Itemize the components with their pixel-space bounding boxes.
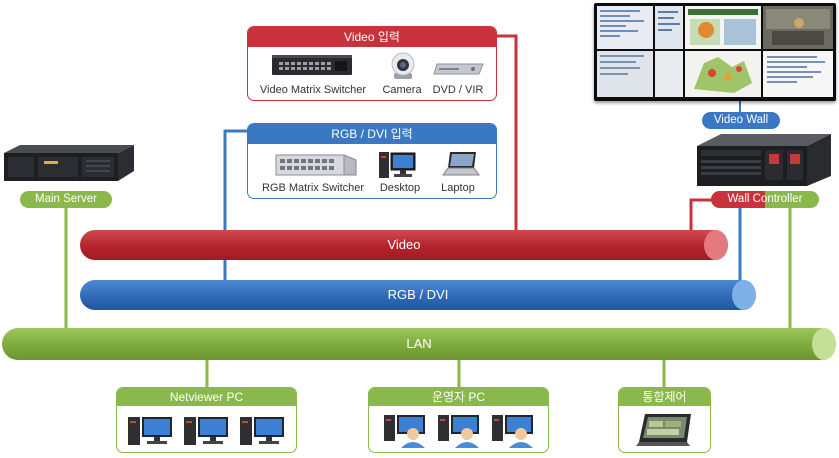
rgb-matrix-switcher-icon [275, 154, 357, 176]
operator-pc-icon [492, 415, 533, 448]
video-item-label: DVD / VIR [432, 84, 484, 96]
video-input-box: Video 입력 Video Matrix Switcher Camera DV… [247, 26, 497, 101]
lan-bus-label: LAN [406, 336, 432, 351]
rgb-bus-label: RGB / DVI [387, 287, 449, 302]
laptop-icon [442, 152, 480, 176]
video-input-link [497, 34, 518, 232]
video-wall-screens [597, 6, 833, 97]
wall-controller-icon [697, 134, 831, 186]
rgb-item-label: Desktop [379, 182, 421, 194]
netviewer-pc-title: Netviewer PC [117, 388, 296, 406]
lan-bus: LAN [2, 328, 836, 360]
controller-video-link [689, 198, 712, 232]
main-server-icon [4, 145, 134, 181]
pc-icon [128, 417, 172, 445]
operator-pc-box: 운영자 PC [368, 387, 549, 453]
camera-icon [391, 52, 415, 79]
video-bus: Video [80, 230, 728, 260]
operator-pc-title: 운영자 PC [369, 388, 548, 406]
rgb-input-box: RGB / DVI 입력 RGB Matrix Switcher Desktop… [247, 123, 497, 199]
video-item-label: Camera [382, 84, 422, 96]
pc-icon [184, 417, 228, 445]
integrated-control-title: 통합제어 [619, 388, 710, 406]
video-wall-display [594, 3, 836, 101]
main-server-label: Main Server [20, 191, 112, 208]
video-bus-end-cap [704, 230, 728, 260]
video-wall-label: Video Wall [702, 112, 780, 129]
dvd-player-icon [433, 63, 484, 75]
pc-icon [240, 417, 284, 445]
video-item-label: Video Matrix Switcher [259, 84, 367, 96]
video-matrix-switcher-icon [272, 55, 352, 75]
rgb-item-label: RGB Matrix Switcher [261, 182, 365, 194]
video-input-title: Video 입력 [248, 27, 496, 47]
netviewer-pc-box: Netviewer PC [116, 387, 297, 453]
rgb-item-label: Laptop [441, 182, 475, 194]
integrated-control-box: 통합제어 [618, 387, 711, 453]
rgb-bus: RGB / DVI [80, 280, 756, 310]
rgb-input-title: RGB / DVI 입력 [248, 124, 496, 144]
lan-bus-end-cap [812, 328, 836, 360]
desktop-icon [379, 152, 416, 178]
operator-pc-icon [438, 415, 479, 448]
control-tablet-icon [636, 414, 691, 446]
rgb-bus-end-cap [732, 280, 756, 310]
wall-controller-label: Wall Controller [711, 191, 819, 208]
operator-pc-icon [384, 415, 425, 448]
video-bus-label: Video [387, 237, 421, 252]
